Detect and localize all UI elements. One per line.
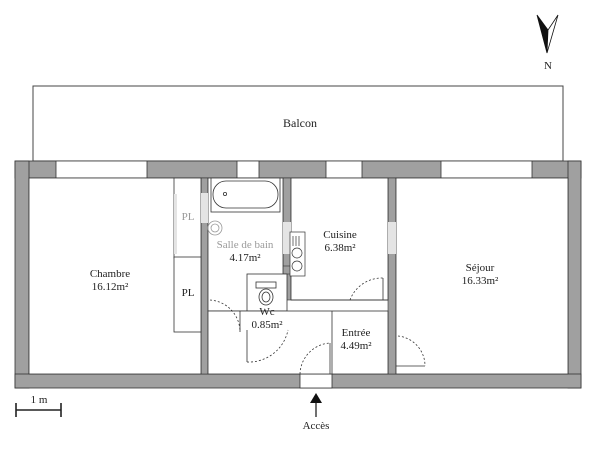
windows xyxy=(55,160,533,179)
room-area: 16.33m² xyxy=(461,275,499,287)
door-leaves xyxy=(239,278,425,374)
balcony-outline xyxy=(32,85,564,162)
scale-label: 1 m xyxy=(30,394,48,406)
room-label-wc: Wc 0.85m² xyxy=(242,306,292,332)
outer-walls xyxy=(14,160,582,389)
entry-opening xyxy=(299,373,333,389)
arrow-up-icon xyxy=(310,393,322,417)
room-label-cuisine: Cuisine 6.38m² xyxy=(310,229,370,255)
compass-label: N xyxy=(544,60,552,72)
room-label-chambre: Chambre 16.12m² xyxy=(65,268,155,294)
room-name: Wc xyxy=(259,306,275,318)
room-outlines xyxy=(28,177,569,375)
room-name: Chambre xyxy=(89,268,131,280)
room-area: 0.85m² xyxy=(251,319,283,331)
room-label-entree: Entrée 4.49m² xyxy=(328,327,384,353)
room-label-salle-de-bain: Salle de bain 4.17m² xyxy=(205,239,285,265)
room-area: 16.12m² xyxy=(91,281,129,293)
sink-icon xyxy=(207,220,223,236)
bathtub-icon xyxy=(210,177,281,213)
north-arrow-icon xyxy=(536,14,559,54)
door-swings xyxy=(209,277,426,375)
room-name: Séjour xyxy=(465,262,495,274)
faded-wall-segments xyxy=(174,193,396,254)
room-area: 4.49m² xyxy=(340,340,372,352)
scale-bar xyxy=(15,403,62,417)
closet-label-lower: PL xyxy=(181,287,195,299)
toilet-icon xyxy=(255,281,277,306)
balcony-label: Balcon xyxy=(283,116,317,130)
stove-icon xyxy=(289,231,306,277)
room-name: Salle de bain xyxy=(216,239,274,251)
room-area: 4.17m² xyxy=(229,252,261,264)
room-name: Cuisine xyxy=(323,229,357,241)
room-label-sejour: Séjour 16.33m² xyxy=(440,262,520,288)
room-area: 6.38m² xyxy=(324,242,356,254)
access-label: Accès xyxy=(302,420,330,432)
room-name: Entrée xyxy=(341,327,371,339)
closet-label-upper: PL xyxy=(181,211,195,223)
